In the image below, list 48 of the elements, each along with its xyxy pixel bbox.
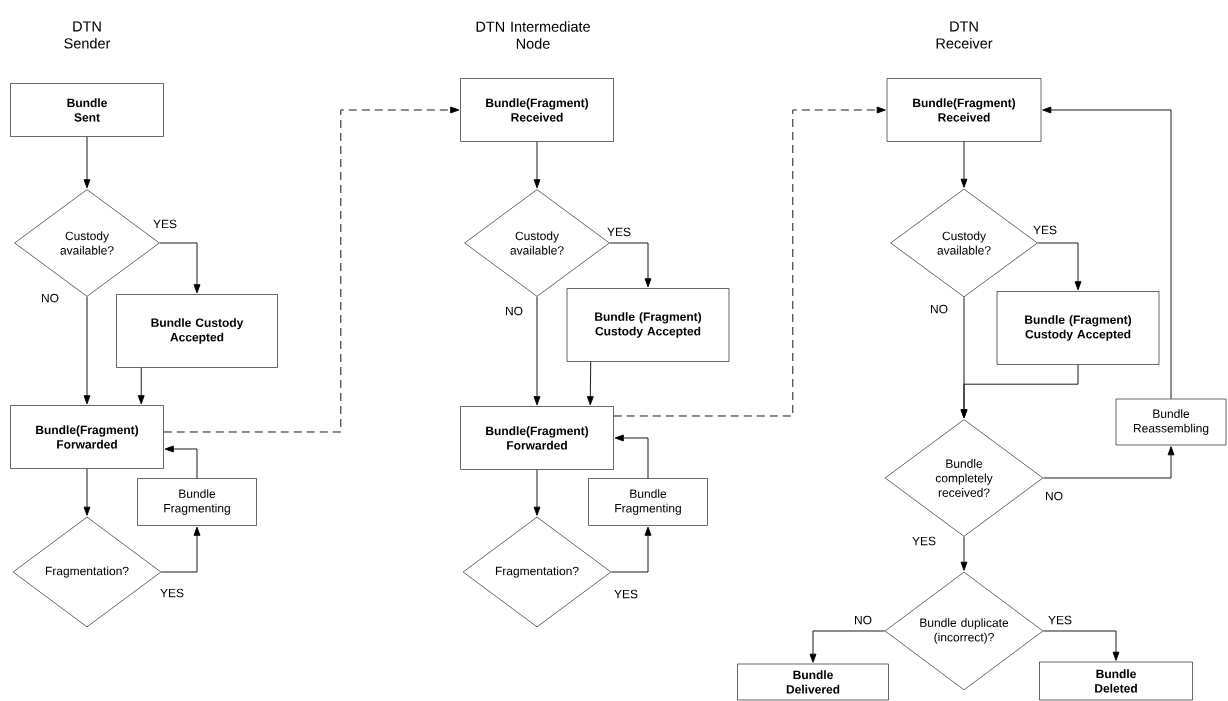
process-box: Bundle Fragmenting [588,478,708,526]
arrow [960,536,968,571]
arrow [159,242,201,294]
edge-label: YES [613,588,639,600]
dashed-arrow [613,106,886,417]
arrow [164,445,198,479]
arrow [610,526,652,573]
process-box: Bundle(Fragment) Forwarded [10,405,164,469]
process-box: Bundle(Fragment) Forwarded [460,406,614,470]
arrow [533,296,541,406]
arrow [614,434,649,479]
arrow [586,361,594,406]
process-box: Bundle Delivered [737,663,889,701]
process-box: Bundle(Fragment) Received [886,78,1042,142]
process-box: Bundle Reassembling [1115,398,1227,446]
arrow [1042,106,1172,400]
arrow [533,141,541,189]
column-heading: DTN Receiver [936,21,993,49]
arrow [809,630,886,663]
edge-label: NO [504,305,524,317]
process-box: Bundle(Fragment) Received [460,78,614,142]
process-box: Bundle Fragmenting [137,478,257,526]
edge-label: YES [159,587,185,599]
arrow [137,367,145,405]
arrow [83,296,91,405]
arrow [1037,242,1082,291]
process-box: Bundle (Fragment) Custody Accepted [566,288,730,362]
process-box: Bundle Custody Accepted [116,294,278,368]
arrow [83,136,91,189]
arrow [1042,630,1120,661]
edge-label: NO [929,303,949,315]
arrow [960,141,968,188]
edge-label: YES [911,535,937,547]
column-heading: DTN Intermediate Node [476,21,590,49]
process-box: Bundle (Fragment) Custody Accepted [996,291,1160,365]
edge-label: NO [1044,490,1064,502]
process-box: Bundle Deleted [1039,661,1193,701]
arrow [609,242,652,288]
column-heading: DTN Sender [64,21,111,49]
arrow [160,526,201,573]
arrow [960,364,1079,419]
arrow [83,468,91,516]
arrow [1042,446,1175,479]
process-box: Bundle Sent [10,83,164,137]
arrow [533,469,541,516]
dashed-arrow [163,106,460,433]
edge-label: YES [1047,614,1073,626]
edge-label: NO [853,614,873,626]
